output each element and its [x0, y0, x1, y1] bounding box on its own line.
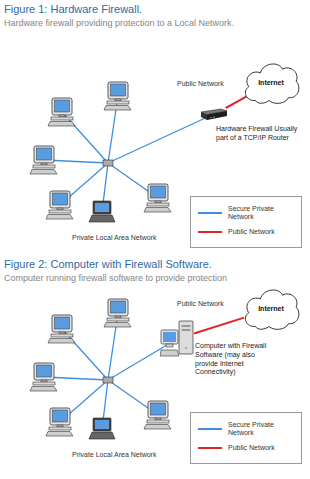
public-link — [226, 96, 247, 108]
legend-swatch — [197, 444, 223, 452]
desktop-computer — [48, 315, 75, 343]
device-label: Computer with Firewall Software (may als… — [195, 342, 279, 377]
figure-subtitle: Computer running firewall software to pr… — [4, 273, 227, 284]
lan-wire — [108, 114, 214, 163]
device-label: Hardware Firewall Usually part of a TCP/… — [216, 125, 300, 143]
laptop-computer — [89, 201, 115, 222]
desktop-computer — [144, 401, 171, 429]
legend-label: Public Network — [228, 228, 295, 236]
cloud-label: Internet — [258, 305, 284, 314]
legend-entry: Secure Private Network — [197, 205, 295, 222]
desktop-computer — [46, 191, 73, 219]
network-hub — [103, 377, 113, 383]
legend-swatch — [197, 425, 223, 433]
internet-cloud: Internet — [242, 60, 300, 106]
legend-box: Secure Private NetworkPublic Network — [190, 196, 302, 248]
laptop-computer — [89, 418, 115, 439]
desktop-computer — [46, 408, 73, 436]
legend-entry: Public Network — [197, 228, 295, 236]
desktop-computer — [30, 363, 57, 391]
firewall-computer: Computer with Firewall Software (may als… — [160, 320, 194, 358]
network-label: Private Local Area Network — [72, 234, 156, 242]
legend-label: Secure Private Network — [228, 205, 295, 222]
legend-box: Secure Private NetworkPublic Network — [190, 412, 302, 464]
figure-title: Figure 2: Computer with Firewall Softwar… — [4, 258, 212, 271]
link-label: Public Network — [176, 300, 225, 308]
hardware-firewall: Hardware Firewall Usually part of a TCP/… — [200, 108, 228, 121]
legend-label: Public Network — [228, 444, 295, 452]
network-label: Private Local Area Network — [72, 451, 156, 459]
figure-subtitle: Hardware firewall providing protection t… — [4, 18, 234, 29]
server-icon — [160, 320, 194, 358]
desktop-computer — [30, 146, 57, 174]
link-label: Public Network — [176, 80, 225, 88]
network-hub — [103, 160, 113, 166]
legend-entry: Secure Private Network — [197, 421, 295, 438]
legend-entry: Public Network — [197, 444, 295, 452]
legend-label: Secure Private Network — [228, 421, 295, 438]
cloud-label: Internet — [258, 79, 284, 88]
desktop-computer — [144, 184, 171, 212]
public-link — [194, 318, 244, 334]
figure-title: Figure 1: Hardware Firewall. — [4, 3, 142, 16]
legend-swatch — [197, 228, 223, 236]
legend-swatch — [197, 209, 223, 217]
internet-cloud: Internet — [242, 286, 300, 332]
desktop-computer — [104, 82, 131, 110]
desktop-computer — [48, 98, 75, 126]
desktop-computer — [104, 299, 131, 327]
router-icon — [200, 108, 228, 121]
